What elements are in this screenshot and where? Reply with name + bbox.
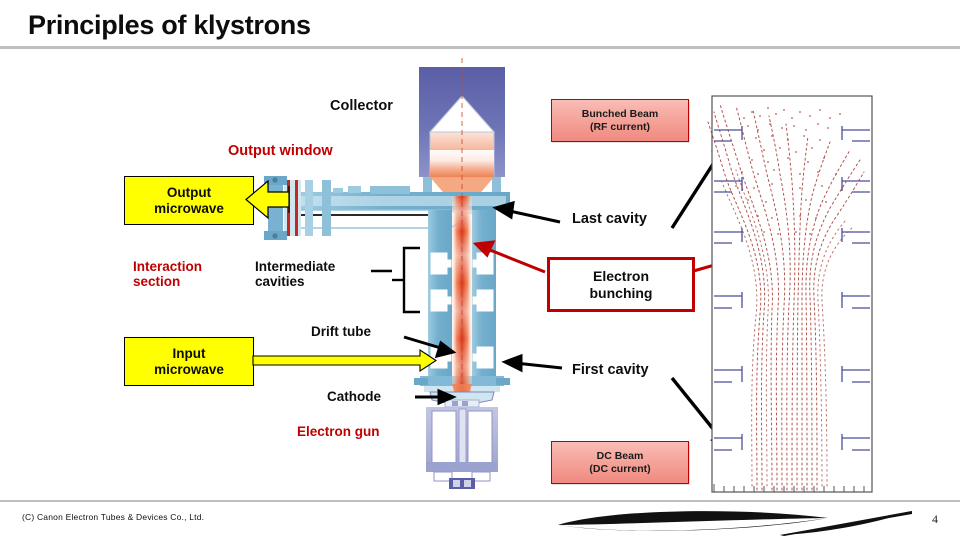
label-electron-gun: Electron gun	[297, 424, 380, 439]
label-cathode: Cathode	[327, 389, 381, 404]
label-last-cavity: Last cavity	[572, 211, 647, 227]
label-collector: Collector	[330, 98, 393, 114]
bunched-charge-cloud	[735, 107, 843, 235]
label-first-cavity: First cavity	[572, 362, 649, 378]
decorative-swoosh	[558, 511, 912, 536]
leader-last-cavity	[492, 200, 561, 224]
intermediate-cavities-bracket	[392, 246, 420, 314]
footer-divider	[0, 500, 960, 502]
leader-electron-bunching-left	[472, 240, 546, 274]
electron-gun-graphic	[426, 391, 498, 489]
callout-electron-bunching: Electron bunching	[547, 257, 695, 312]
simulation-panel	[707, 95, 873, 493]
callout-bunched-beam: Bunched Beam (RF current)	[551, 99, 689, 142]
label-drift-tube: Drift tube	[311, 324, 371, 339]
page-number: 4	[932, 512, 938, 526]
callout-output-microwave: Output microwave	[124, 176, 254, 225]
leader-drift-tube	[403, 335, 457, 359]
title-divider	[0, 46, 960, 49]
label-intermediate-cavities: Intermediate cavities	[255, 259, 336, 290]
copyright-footer: (C) Canon Electron Tubes & Devices Co., …	[22, 512, 205, 522]
leader-cathode	[415, 388, 457, 406]
label-output-window: Output window	[228, 143, 333, 159]
label-interaction-section: Interaction section	[133, 259, 203, 290]
callout-input-microwave: Input microwave	[124, 337, 254, 386]
callout-dc-beam: DC Beam (DC current)	[551, 441, 689, 484]
leader-first-cavity	[501, 353, 563, 373]
page-title: Principles of klystrons	[28, 10, 311, 40]
